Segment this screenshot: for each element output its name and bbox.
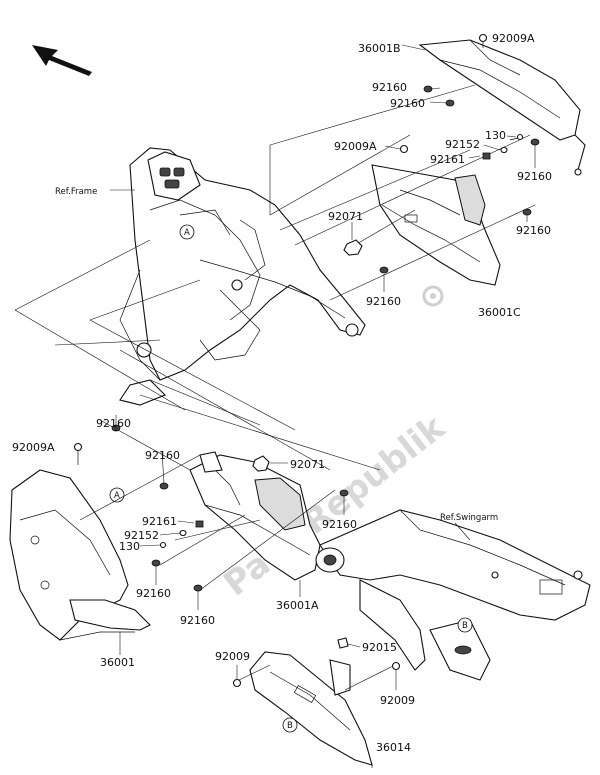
grommet-92160-e-icon [522, 208, 532, 216]
label-36014: 36014 [376, 741, 411, 754]
label-92152-top: 92152 [445, 138, 480, 151]
svg-text:A: A [184, 228, 190, 238]
label-36001A: 36001A [276, 599, 319, 612]
label-92152-mid: 92152 [124, 529, 159, 542]
label-92009-right: 92009 [380, 694, 415, 707]
clip-92015-icon [337, 637, 349, 649]
frame-assembly [119, 147, 366, 406]
label-92160-j: 92160 [180, 614, 215, 627]
svg-text:B: B [462, 621, 468, 631]
label-36001: 36001 [100, 656, 135, 669]
label-92160-a: 92160 [372, 81, 407, 94]
callout-b-guard: B [282, 717, 298, 733]
nut-92071-top-icon [343, 239, 363, 256]
collar-92161-mid-icon [195, 520, 204, 528]
chain-guard-36014 [249, 651, 373, 766]
grommet-92160-i-icon [151, 559, 161, 567]
grommet-92160-g-icon [159, 482, 169, 490]
label-92015: 92015 [362, 641, 397, 654]
label-92160-i: 92160 [136, 587, 171, 600]
collar-92161-top-icon [482, 152, 491, 160]
svg-text:B: B [287, 721, 293, 731]
callout-b-swingarm: B [457, 617, 473, 633]
grommet-92160-d-icon [379, 266, 389, 274]
label-92160-h: 92160 [322, 518, 357, 531]
label-92009A-left: 92009A [12, 441, 55, 454]
fasteners [73, 33, 540, 688]
front-direction-arrow-icon [32, 45, 92, 76]
label-92160-d: 92160 [366, 295, 401, 308]
part-labels: 36001B 92009A 92160 92160 92009A 130 921… [12, 32, 552, 754]
washer-92152-top-icon [500, 146, 508, 154]
callout-a-frame: A [179, 224, 195, 240]
ref-frame-label: Ref.Frame [55, 187, 97, 197]
label-92161-top: 92161 [430, 153, 465, 166]
bolt-92009-left-icon [232, 678, 242, 688]
cover-36001B [418, 39, 586, 176]
label-leaders [115, 44, 536, 768]
bolt-92009-right-icon [391, 661, 401, 671]
grommet-92160-h-icon [339, 489, 349, 497]
label-36001C: 36001C [478, 306, 521, 319]
label-92009A-top: 92009A [492, 32, 535, 45]
label-92160-e: 92160 [516, 224, 551, 237]
grommet-92160-j-icon [193, 584, 203, 592]
label-130-top: 130 [485, 129, 506, 142]
assembly-lines [14, 84, 536, 691]
cover-36001C [371, 164, 501, 286]
label-92160-g: 92160 [145, 449, 180, 462]
label-36001B: 36001B [358, 42, 401, 55]
ref-swingarm-label: Ref.Swingarm [440, 513, 498, 523]
svg-text:A: A [114, 491, 120, 501]
grommet-92160-c-icon [530, 138, 540, 146]
bolt-92009A-top-icon [478, 33, 488, 48]
watermark-gear-icon [422, 285, 444, 307]
bolt-92009A-mid-icon [399, 144, 409, 154]
cover-36001A [189, 451, 321, 581]
label-92009A-mid: 92009A [334, 140, 377, 153]
swingarm-assembly [315, 509, 591, 681]
grommet-92160-b-icon [445, 99, 455, 107]
label-92160-c: 92160 [517, 170, 552, 183]
washer-92152-mid-icon [179, 529, 187, 537]
label-92071-mid: 92071 [290, 458, 325, 471]
callout-a-cover: A [109, 487, 125, 503]
bolt-92009A-left-icon [73, 442, 83, 465]
nut-92071-mid-icon [252, 455, 270, 472]
label-130-mid: 130 [119, 540, 140, 553]
label-92160-b: 92160 [390, 97, 425, 110]
bolt-130-mid-icon [159, 541, 167, 549]
label-92009-left: 92009 [215, 650, 250, 663]
bolt-130-top-icon [509, 133, 524, 141]
label-92071-top: 92071 [328, 210, 363, 223]
label-92160-f: 92160 [96, 417, 131, 430]
label-92161-mid: 92161 [142, 515, 177, 528]
cover-36001 [9, 469, 151, 641]
